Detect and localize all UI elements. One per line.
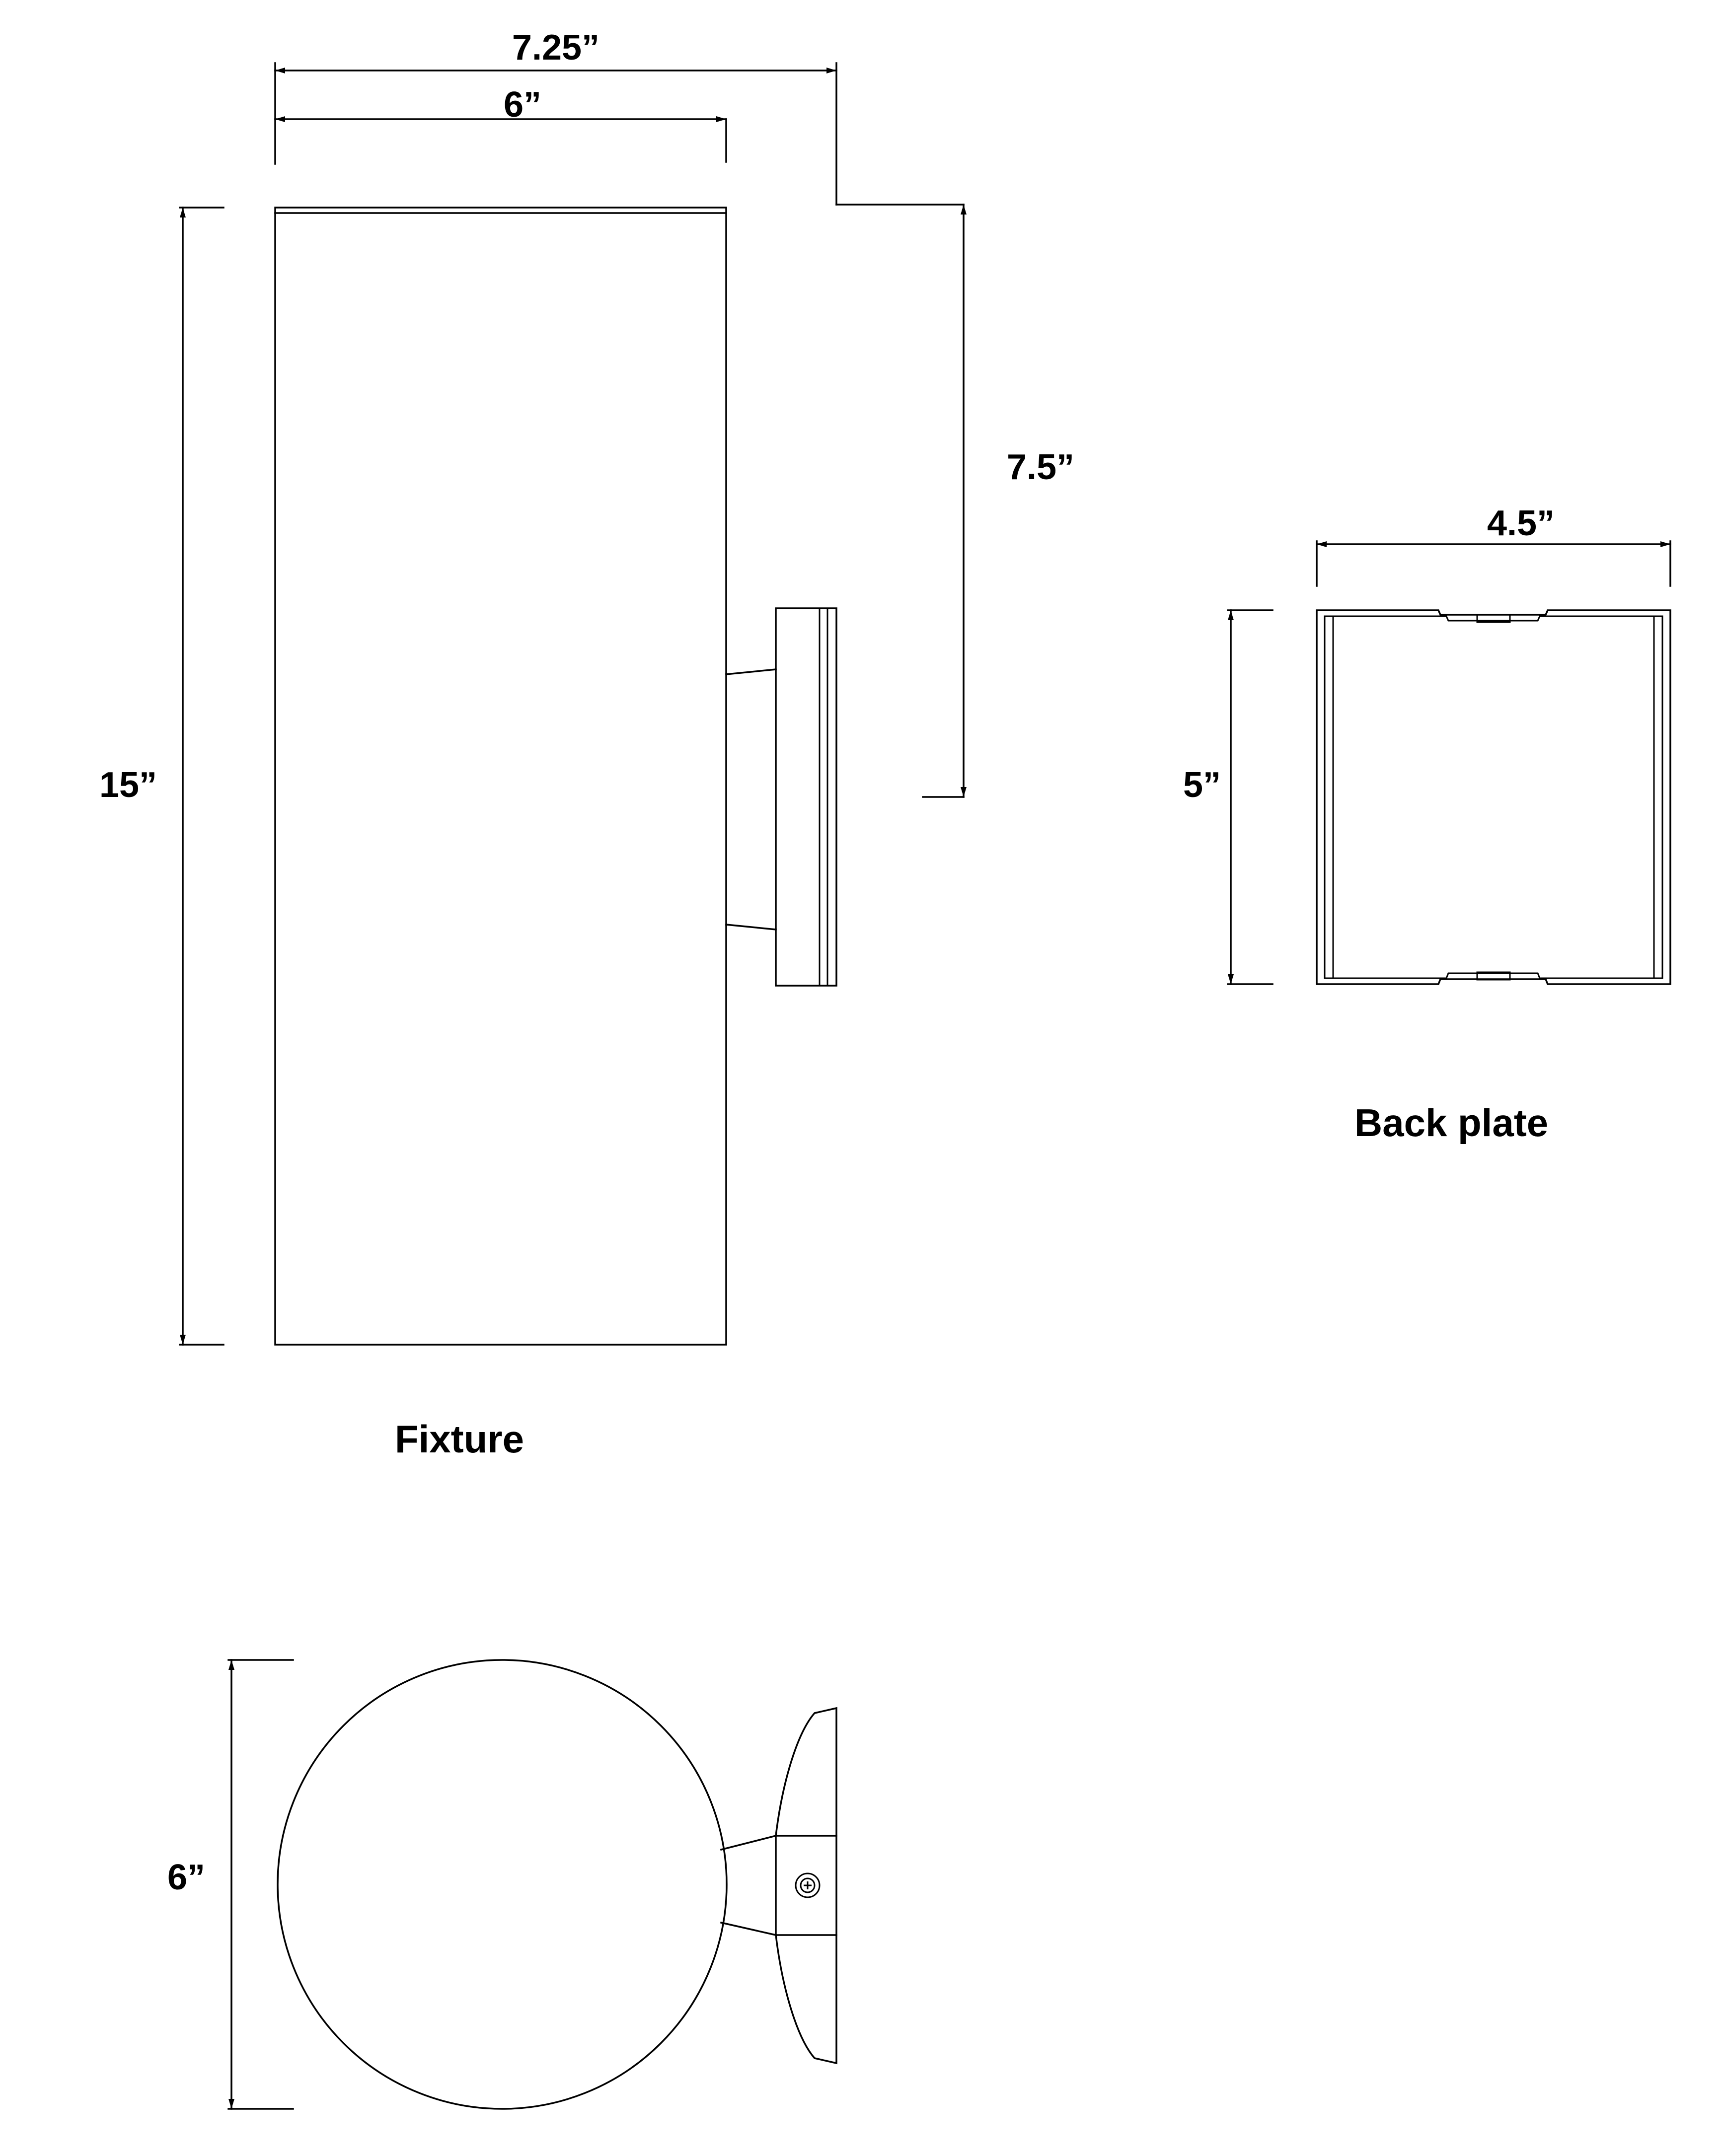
caption-fixture: Fixture: [395, 1417, 524, 1461]
backplate-outline: [1316, 609, 1671, 985]
dimension-fixture-width: 6”: [274, 85, 727, 163]
arm-lower-line: [725, 924, 777, 931]
backplate-inner-outline: [1324, 615, 1663, 979]
arm-upper-line: [725, 668, 777, 675]
top-mount-block: [775, 1835, 837, 1936]
backplate-view: [1316, 609, 1671, 985]
wall-mount-plate: [775, 607, 837, 987]
fixture-front-view: [274, 207, 837, 1346]
caption-backplate: Back plate: [1354, 1101, 1548, 1145]
dimension-label-backplate-width: 4.5”: [1487, 503, 1555, 543]
dimension-label-overall-width: 7.25”: [512, 28, 600, 68]
dimension-label-mount-height: 7.5”: [1007, 447, 1074, 487]
dimension-mount-height: 7.5”: [922, 204, 1074, 798]
screw-icon: [795, 1872, 821, 1898]
dimension-backplate-height: 5”: [1183, 609, 1274, 985]
fixture-body: [274, 207, 727, 1346]
dimension-fixture-height: 15”: [99, 207, 225, 1346]
bracket-wing-lower: [775, 1934, 837, 2065]
dimension-label-top-view-diameter: 6”: [167, 1858, 205, 1897]
dimension-label-fixture-height: 15”: [99, 765, 157, 805]
dimension-label-fixture-width: 6”: [504, 85, 541, 125]
bracket-wing-upper: [775, 1707, 837, 1837]
fixture-top-view: [277, 1659, 837, 2110]
dimension-label-backplate-height: 5”: [1183, 765, 1221, 805]
dimension-top-view-diameter: 6”: [167, 1659, 294, 2110]
dimension-overall-width: 7.25”: [274, 28, 965, 206]
dimension-backplate-width: 4.5”: [1316, 503, 1671, 587]
fixture-top-circle: [277, 1659, 728, 2110]
